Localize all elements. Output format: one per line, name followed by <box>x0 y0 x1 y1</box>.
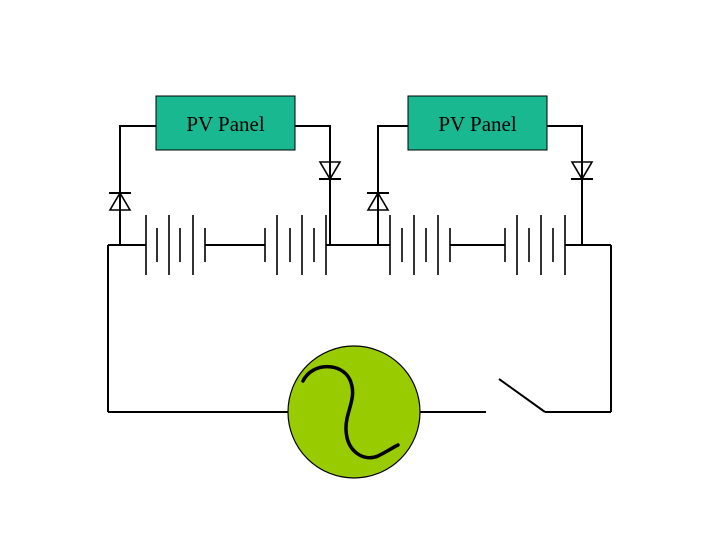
ac-generator-symbol <box>287 345 421 479</box>
diode-1-symbol <box>108 191 132 211</box>
battery-2-symbol <box>264 215 327 275</box>
diode-4-symbol <box>570 160 594 181</box>
pv-panel-box <box>155 95 296 151</box>
pv-panel-2: PV Panel <box>407 95 548 151</box>
battery-3-symbol <box>389 215 451 275</box>
wire-panel2-right-lead <box>546 125 583 245</box>
diode-2-symbol <box>318 160 342 181</box>
switch-blade <box>498 378 546 413</box>
pv-panel-label: PV Panel <box>438 112 517 136</box>
battery-1-symbol <box>145 215 206 275</box>
battery-4-symbol <box>504 215 566 275</box>
pv-panel-1: PV Panel <box>155 95 296 151</box>
wire-panel1-left-lead <box>119 125 157 245</box>
switch-symbol <box>498 378 546 413</box>
pv-panel-label: PV Panel <box>186 112 265 136</box>
sine-wave-icon <box>301 365 400 460</box>
diode-3-symbol <box>366 191 390 211</box>
wire-panel2-left-lead <box>377 125 409 245</box>
generator-circle <box>287 345 421 479</box>
pv-panel-box <box>407 95 548 151</box>
wire-panel1-right-lead <box>294 125 331 245</box>
